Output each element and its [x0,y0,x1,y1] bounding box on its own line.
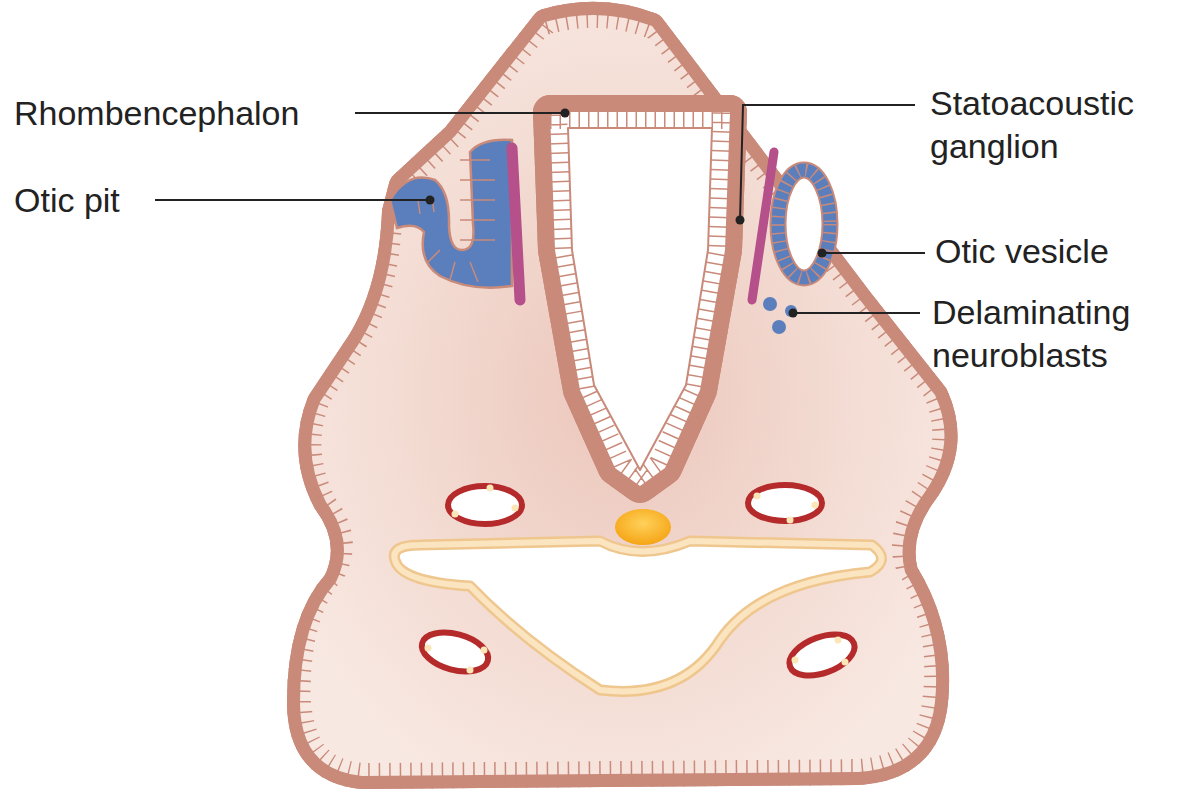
part-label: Delaminating neuroblasts [932,291,1194,376]
part-label: Statoacoustic ganglion [930,82,1192,167]
mesenchyme [311,28,933,762]
neural-crest-band [512,148,520,300]
part-label: Otic vesicle [935,230,1190,273]
blood-vessels [417,485,860,684]
otic-vesicle-hatch [778,170,830,278]
leader-lines [155,105,925,313]
endoderm-core [394,541,881,691]
neuroblast [772,320,786,334]
neural-tube [550,112,730,486]
otic-vesicle-wall [778,170,830,278]
ectoderm-band [300,15,944,776]
neural-tube-hatch [550,112,730,486]
neuroblast [763,297,777,311]
ectoderm-hatch [300,15,944,776]
otic-pit-shape [390,140,512,288]
neural-tube-wall [550,112,730,486]
neural-lumen [568,128,712,470]
neuroblast [785,305,797,317]
part-label: Rhombencephalon [14,92,344,135]
otic-pit-hatch [418,160,495,282]
endoderm [394,541,881,691]
leader-dots [426,109,827,318]
otic-vesicle-shape [778,170,830,278]
ectoderm [300,15,944,776]
part-label: Otic pit [14,179,149,222]
notochord [615,509,671,545]
